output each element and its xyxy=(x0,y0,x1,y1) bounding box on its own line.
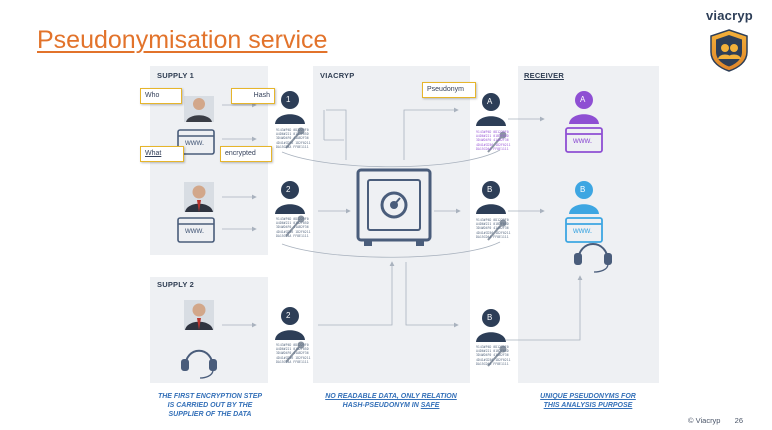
supply2-label: SUPPLY 2 xyxy=(157,280,195,289)
person-icon xyxy=(569,91,599,124)
footer: © Viacryp 26 xyxy=(688,416,743,425)
person-icon xyxy=(275,307,305,340)
headset-icon xyxy=(574,243,612,273)
browser-www-icon xyxy=(177,217,215,243)
token-b: B xyxy=(580,185,586,194)
receiver-caption: UNIQUE PSEUDONYMS FOR THIS ANALYSIS PURP… xyxy=(540,393,636,409)
token-2: 2 xyxy=(286,185,291,194)
token-a: A xyxy=(487,97,493,106)
copyright-text: © Viacryp xyxy=(688,416,721,425)
www-label: www. xyxy=(573,226,593,235)
token-a: A xyxy=(580,95,586,104)
viacryp-caption: NO READABLE DATA, ONLY RELATION HASH-PSE… xyxy=(325,393,457,409)
hash-text: 9143#P4D 0D1229F0 A4D6#221 01B2F05D 3D4#… xyxy=(476,345,511,366)
token-1: 1 xyxy=(286,95,291,104)
person-icon xyxy=(476,93,506,126)
key-icon xyxy=(487,131,507,153)
key-icon xyxy=(285,215,305,237)
person-photo xyxy=(184,182,214,212)
page-title: Pseudonymisation service xyxy=(37,26,328,54)
receiver-label: RECEIVER xyxy=(524,71,564,80)
person-icon xyxy=(275,91,305,124)
www-label: www. xyxy=(185,226,205,235)
callout-encrypted: encrypted xyxy=(220,146,272,162)
browser-www-icon xyxy=(565,127,603,153)
viacryp-panel xyxy=(313,66,470,383)
supply-caption: THE FIRST ENCRYPTION STEP IS CARRIED OUT… xyxy=(157,393,263,418)
callout-who: Who xyxy=(140,88,182,104)
viacryp-badge-icon xyxy=(710,29,748,72)
token-b: B xyxy=(487,185,493,194)
safe-icon xyxy=(356,168,432,246)
hash-text: 9143#P4D 0D1229F0 A4D6#221 01B2F05D 3D4#… xyxy=(476,218,511,239)
person-icon xyxy=(476,309,506,342)
hash-text: 9143#P4D 0D1229F0 A4D6#221 01B2F05D 3D4#… xyxy=(276,128,311,149)
callout-what: What xyxy=(140,146,184,162)
person-photo xyxy=(184,96,214,122)
token-2: 2 xyxy=(286,311,291,320)
www-label: www. xyxy=(573,136,593,145)
viacryp-label: VIACRYP xyxy=(320,71,355,80)
callout-hash: Hash xyxy=(231,88,275,104)
token-b: B xyxy=(487,313,493,322)
key-icon xyxy=(285,127,305,149)
callout-pseudonym: Pseudonym xyxy=(422,82,476,98)
hash-text: 9143#P4D 0D1229F0 A4D6#221 01B2F05D 3D4#… xyxy=(276,343,311,364)
hash-text: 9143#P4D 0D1229F0 A4D6#221 01B2F05D 3D4#… xyxy=(476,130,511,151)
headset-icon xyxy=(181,349,217,379)
hash-text: 9143#P4D 0D1229F0 A4D6#221 01B2F05D 3D4#… xyxy=(276,217,311,238)
supply1-label: SUPPLY 1 xyxy=(157,71,195,80)
person-icon xyxy=(476,181,506,214)
key-icon xyxy=(487,345,507,367)
page-number: 26 xyxy=(734,416,744,425)
browser-www-icon xyxy=(177,129,215,155)
browser-www-icon xyxy=(565,217,603,243)
brand-name: viacryp xyxy=(706,8,753,23)
key-icon xyxy=(487,219,507,241)
person-icon xyxy=(569,181,599,214)
person-icon xyxy=(275,181,305,214)
key-icon xyxy=(285,341,305,363)
person-photo xyxy=(184,300,214,330)
www-label: www. xyxy=(185,138,205,147)
